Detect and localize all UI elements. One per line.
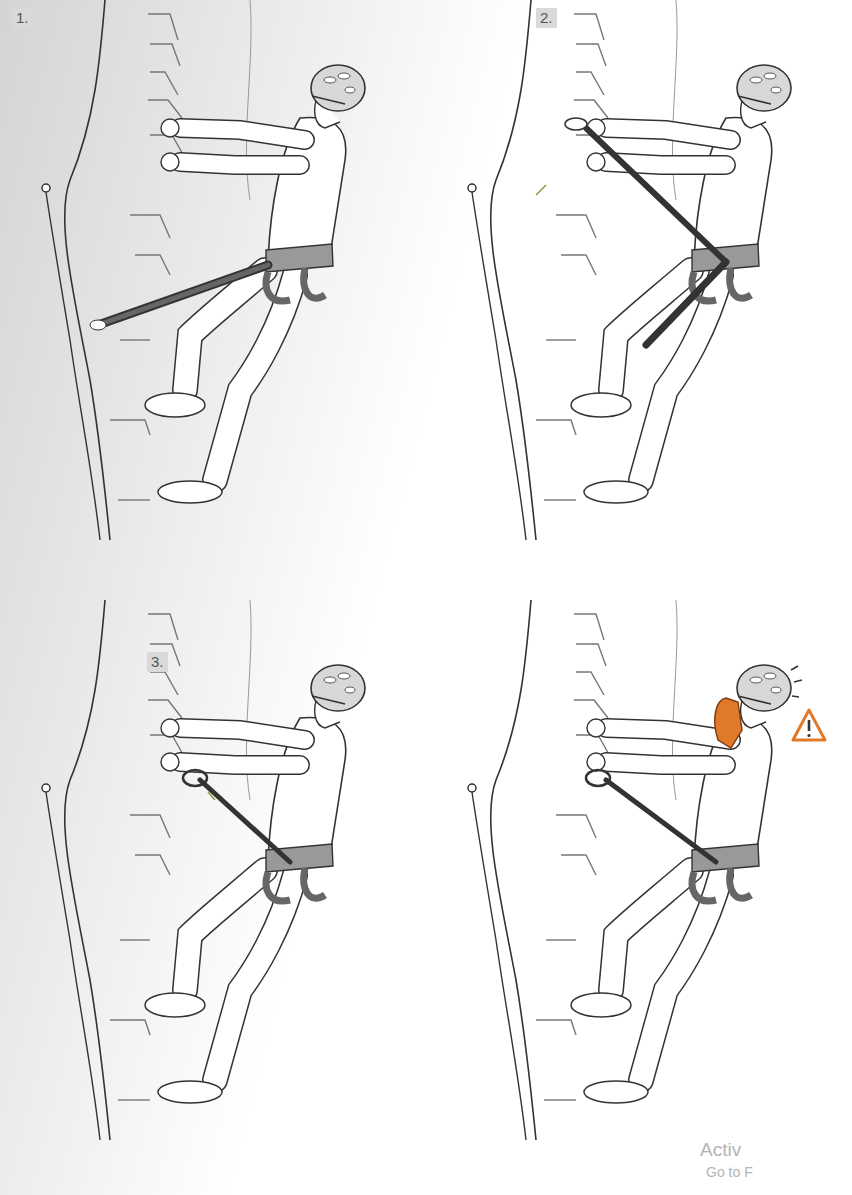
panel-3 <box>42 600 365 1140</box>
watermark: Go to F <box>706 1164 753 1180</box>
panel-4 <box>468 600 825 1140</box>
panel-number: 2. <box>536 8 557 28</box>
warning-symbol <box>793 710 825 740</box>
panel-1 <box>42 0 365 540</box>
watermark: Activ <box>700 1140 741 1160</box>
panel-number: 1. <box>12 8 33 28</box>
panel-number: 3. <box>147 652 168 672</box>
panel-2 <box>468 0 791 540</box>
glove <box>715 698 742 748</box>
